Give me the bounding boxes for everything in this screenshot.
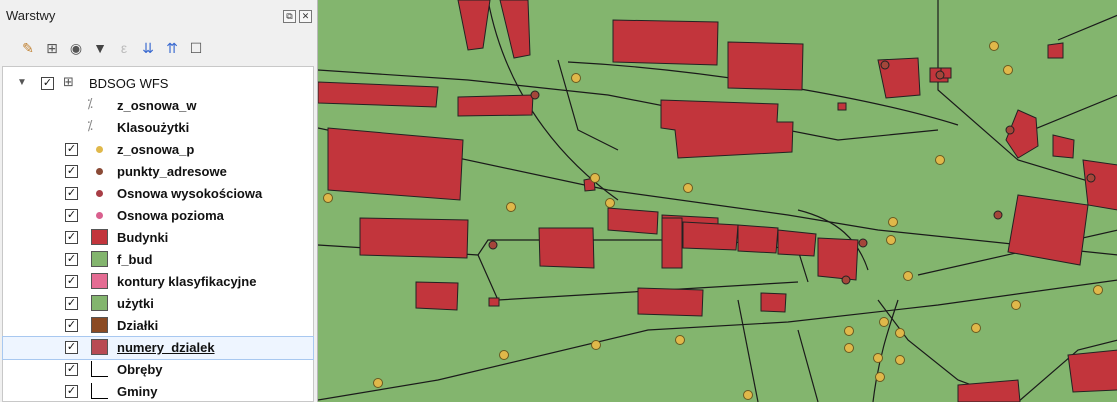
expand-all-icon[interactable]: ⇊ bbox=[142, 40, 154, 56]
layer-label: z_osnowa_w bbox=[117, 98, 197, 113]
collapse-all-icon[interactable]: ⇈ bbox=[166, 40, 178, 56]
layer-visibility-checkbox[interactable]: ✓ bbox=[65, 341, 78, 354]
map-canvas[interactable] bbox=[318, 0, 1117, 402]
layer-visibility-checkbox[interactable]: ✓ bbox=[65, 319, 78, 332]
layer-tree: ▼ ✓ ⊞ BDSOG WFS ⁒ z_osnowa_w ⁒ Klasoużytki ✓… bbox=[2, 66, 314, 402]
layer-label: f_bud bbox=[117, 252, 153, 267]
layer-visibility-checkbox[interactable]: ✓ bbox=[65, 231, 78, 244]
layer-label: numery_dzialek bbox=[117, 340, 215, 355]
filter-icon[interactable]: ▼ bbox=[93, 40, 107, 56]
fill-symbol-icon bbox=[91, 317, 108, 333]
layer-row[interactable]: ✓ Budynki bbox=[3, 227, 313, 249]
layer-label: Gminy bbox=[117, 384, 158, 399]
point-symbol-icon bbox=[96, 190, 103, 197]
line-symbol-icon bbox=[91, 383, 108, 399]
no-geometry-layer-icon: ⁒ bbox=[87, 96, 93, 111]
layer-visibility-checkbox[interactable]: ✓ bbox=[65, 209, 78, 222]
layer-visibility-checkbox[interactable]: ✓ bbox=[65, 253, 78, 266]
address-points bbox=[488, 60, 1096, 285]
layer-label: punkty_adresowe bbox=[117, 164, 227, 179]
float-icon[interactable]: ⧉ bbox=[283, 10, 296, 23]
no-geometry-layer-icon: ⁒ bbox=[87, 118, 93, 133]
fill-symbol-icon bbox=[91, 273, 108, 289]
layer-label: Osnowa wysokościowa bbox=[117, 186, 263, 201]
fill-symbol-icon bbox=[91, 251, 108, 267]
layer-row[interactable]: ✓ kontury klasyfikacyjne bbox=[3, 271, 313, 293]
layer-visibility-checkbox[interactable]: ✓ bbox=[65, 363, 78, 376]
layer-row[interactable]: ✓ Działki bbox=[3, 315, 313, 337]
layer-row[interactable]: ✓ Osnowa pozioma bbox=[3, 205, 313, 227]
map-background bbox=[318, 0, 1117, 402]
wfs-group-icon: ⊞ bbox=[63, 74, 74, 89]
point-symbol-icon bbox=[96, 146, 103, 153]
layer-label: z_osnowa_p bbox=[117, 142, 195, 157]
layer-label: kontury klasyfikacyjne bbox=[117, 274, 257, 289]
layer-visibility-checkbox[interactable]: ✓ bbox=[65, 165, 78, 178]
close-icon[interactable]: ✕ bbox=[299, 10, 312, 23]
add-group-icon[interactable]: ⊞ bbox=[46, 40, 58, 56]
filter-expression-icon[interactable]: ε bbox=[120, 40, 128, 56]
style-brush-icon[interactable]: ✎ bbox=[22, 40, 34, 56]
group-checkbox[interactable]: ✓ bbox=[41, 77, 54, 90]
layer-label: Klasoużytki bbox=[117, 120, 190, 135]
group-label: BDSOG WFS bbox=[89, 76, 169, 91]
layer-row[interactable]: ✓ Obręby bbox=[3, 359, 313, 381]
layer-row[interactable]: ✓ użytki bbox=[3, 293, 313, 315]
panel-title: Warstwy bbox=[6, 8, 56, 23]
point-symbol-icon bbox=[96, 168, 103, 175]
layer-row[interactable]: ⁒ Klasoużytki bbox=[3, 117, 313, 139]
layer-visibility-checkbox[interactable]: ✓ bbox=[65, 143, 78, 156]
layer-label: Obręby bbox=[117, 362, 163, 377]
layer-row[interactable]: ⁒ z_osnowa_w bbox=[3, 95, 313, 117]
layer-label: użytki bbox=[117, 296, 154, 311]
layer-visibility-checkbox[interactable]: ✓ bbox=[65, 385, 78, 398]
layer-row[interactable]: ✓ f_bud bbox=[3, 249, 313, 271]
layer-visibility-checkbox[interactable]: ✓ bbox=[65, 297, 78, 310]
remove-layer-icon[interactable]: ☐ bbox=[189, 40, 203, 56]
layers-panel: Warstwy ⧉ ✕ ✎ ⊞ ◉ ▼ ε ⇊ ⇈ ☐ ▼ ✓ ⊞ BDSOG … bbox=[0, 0, 318, 402]
layer-row[interactable]: ✓ punkty_adresowe bbox=[3, 161, 313, 183]
line-symbol-icon bbox=[91, 361, 108, 377]
layer-label: Osnowa pozioma bbox=[117, 208, 224, 223]
survey-points bbox=[323, 41, 1103, 400]
layer-row[interactable]: ✓ Osnowa wysokościowa bbox=[3, 183, 313, 205]
layer-row[interactable]: ✓ z_osnowa_p bbox=[3, 139, 313, 161]
buildings bbox=[318, 0, 1117, 402]
layer-row[interactable]: ✓ numery_dzialek bbox=[2, 336, 314, 360]
collapse-arrow-icon[interactable]: ▼ bbox=[17, 77, 27, 88]
visibility-eye-icon[interactable]: ◉ bbox=[69, 40, 83, 56]
fill-symbol-icon bbox=[91, 295, 108, 311]
layer-visibility-checkbox[interactable]: ✓ bbox=[65, 275, 78, 288]
fill-symbol-icon bbox=[91, 229, 108, 245]
point-symbol-icon bbox=[96, 212, 103, 219]
fill-symbol-icon bbox=[91, 339, 108, 355]
layer-visibility-checkbox[interactable]: ✓ bbox=[65, 187, 78, 200]
layer-label: Działki bbox=[117, 318, 159, 333]
layer-label: Budynki bbox=[117, 230, 169, 245]
group-row-bdsog-wfs[interactable]: ▼ ✓ ⊞ BDSOG WFS bbox=[3, 73, 313, 95]
layer-row[interactable]: ✓ Gminy bbox=[3, 381, 313, 402]
